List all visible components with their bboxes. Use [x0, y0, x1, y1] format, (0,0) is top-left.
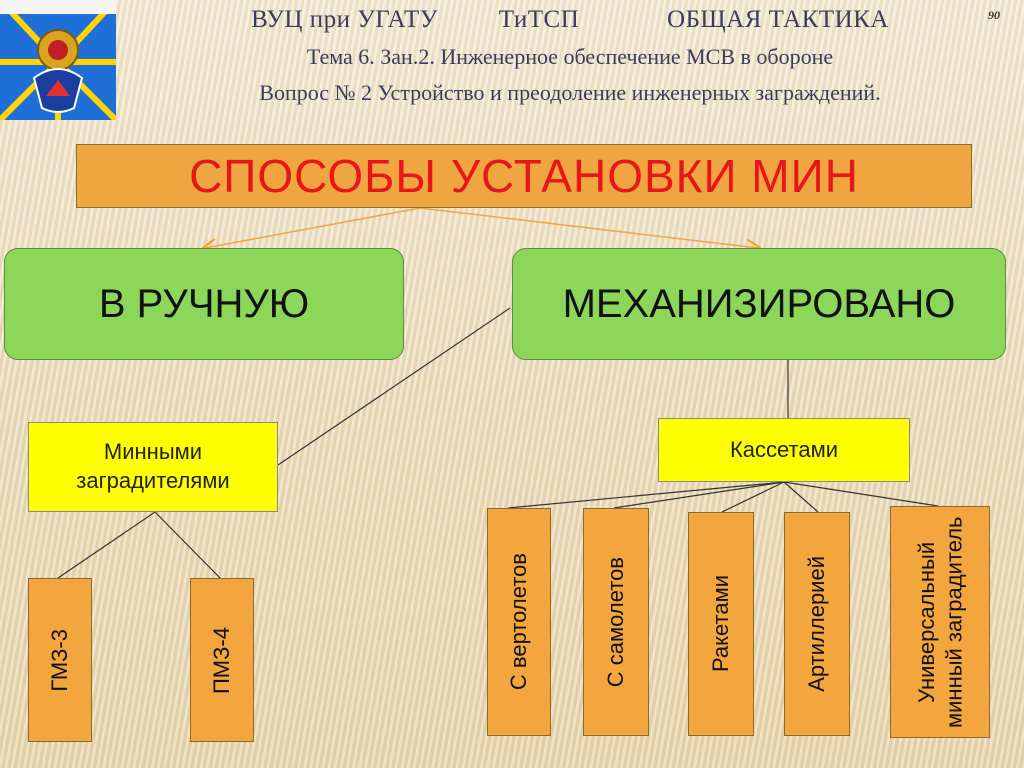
rockets-label: Ракетами	[708, 575, 734, 673]
diagram-title: СПОСОБЫ УСТАНОВКИ МИН	[76, 144, 972, 208]
helicopters-label: С вертолетов	[506, 553, 532, 691]
header-line-1: ВУЦ при УГАТУ ТиТСП ОБЩАЯ ТАКТИКА	[140, 6, 1000, 34]
arrow-to-mechanized	[419, 207, 758, 248]
emblem-icon	[0, 0, 119, 123]
universal-label: Универсальный минный заградитель	[913, 516, 967, 728]
header-course: ОБЩАЯ ТАКТИКА	[667, 6, 889, 33]
header-org: ВУЦ при УГАТУ	[251, 6, 438, 33]
header-dept: ТиТСП	[498, 6, 580, 33]
rockets-box: Ракетами	[688, 512, 754, 736]
page-number: 90	[988, 8, 1000, 22]
header-topic: Тема 6. Зан.2. Инженерное обеспечение МС…	[306, 44, 834, 69]
manual-box: В РУЧНУЮ	[4, 248, 404, 360]
line-mech-to-minelayers	[277, 307, 511, 466]
helicopters-box: С вертолетов	[487, 508, 551, 736]
artillery-box: Артиллерией	[784, 512, 850, 736]
mechanized-box: МЕХАНИЗИРОВАНО	[512, 248, 1006, 360]
header-question: Вопрос № 2 Устройство и преодоление инже…	[259, 80, 881, 105]
artillery-label: Артиллерией	[804, 556, 830, 692]
logo	[0, 0, 119, 123]
arrow-to-manual	[205, 207, 421, 248]
planes-box: С самолетов	[583, 508, 649, 736]
cassettes-box: Кассетами	[658, 418, 910, 482]
minelayers-box: Минными заградителями	[28, 422, 278, 512]
universal-box: Универсальный минный заградитель	[890, 506, 990, 738]
planes-label: С самолетов	[603, 556, 629, 688]
gmz4-box: ПМЗ-4	[190, 578, 254, 742]
gmz4-label: ПМЗ-4	[209, 626, 235, 694]
gmz3-box: ГМЗ-3	[28, 578, 92, 742]
gmz3-label: ГМЗ-3	[47, 628, 73, 692]
